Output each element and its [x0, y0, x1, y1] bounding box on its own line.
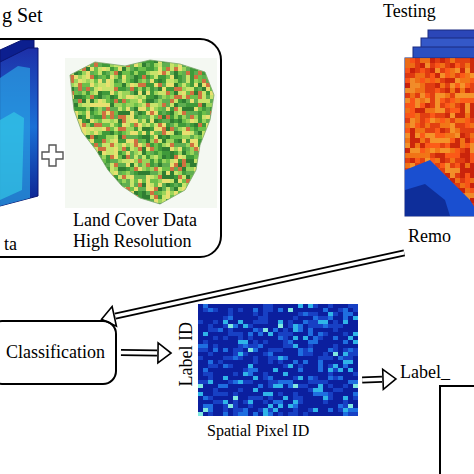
label-output-box [440, 386, 474, 474]
box-heading: Label_ [400, 362, 472, 383]
double-arrow [121, 343, 171, 363]
arrow-outline [121, 349, 157, 356]
group-heading: Testing [383, 1, 473, 22]
label-heatmap [198, 304, 358, 416]
image-caption: ta [4, 234, 42, 255]
image-caption: Remo [408, 226, 472, 247]
output-box: Label_ [400, 362, 474, 474]
axis-label: Label ID [176, 314, 197, 394]
double-arrow [102, 253, 405, 326]
arrow-outline [362, 376, 382, 384]
panel-heading: g Set [2, 4, 122, 27]
arrow-head [102, 307, 117, 327]
axis-label: Spatial Pixel ID [207, 422, 357, 440]
arrow-inner [362, 378, 382, 382]
land-cover-map [65, 58, 218, 208]
arrow-outline [115, 253, 404, 316]
remote-sensing-stack [405, 30, 474, 218]
plus-sign [42, 145, 63, 166]
arrow-head [383, 369, 396, 389]
training-set-panel: g SettaLand Cover Data High Resolution [0, 38, 222, 258]
heatmap-figure: Label ID Spatial Pixel ID [175, 302, 360, 444]
process-box: Classification [0, 320, 117, 385]
arrow-head [158, 343, 171, 363]
image-caption: Land Cover Data High Resolution [73, 210, 219, 251]
image-item: ta [0, 42, 44, 257]
image-item: Land Cover Data High Resolution [67, 60, 219, 255]
testing-set-group: TestingRemo [380, 0, 474, 252]
arrow-inner [121, 351, 157, 355]
arrow-inner [115, 253, 404, 316]
process-label: Classification [6, 342, 105, 363]
data-image-stack [0, 40, 38, 206]
double-arrow [362, 369, 396, 389]
